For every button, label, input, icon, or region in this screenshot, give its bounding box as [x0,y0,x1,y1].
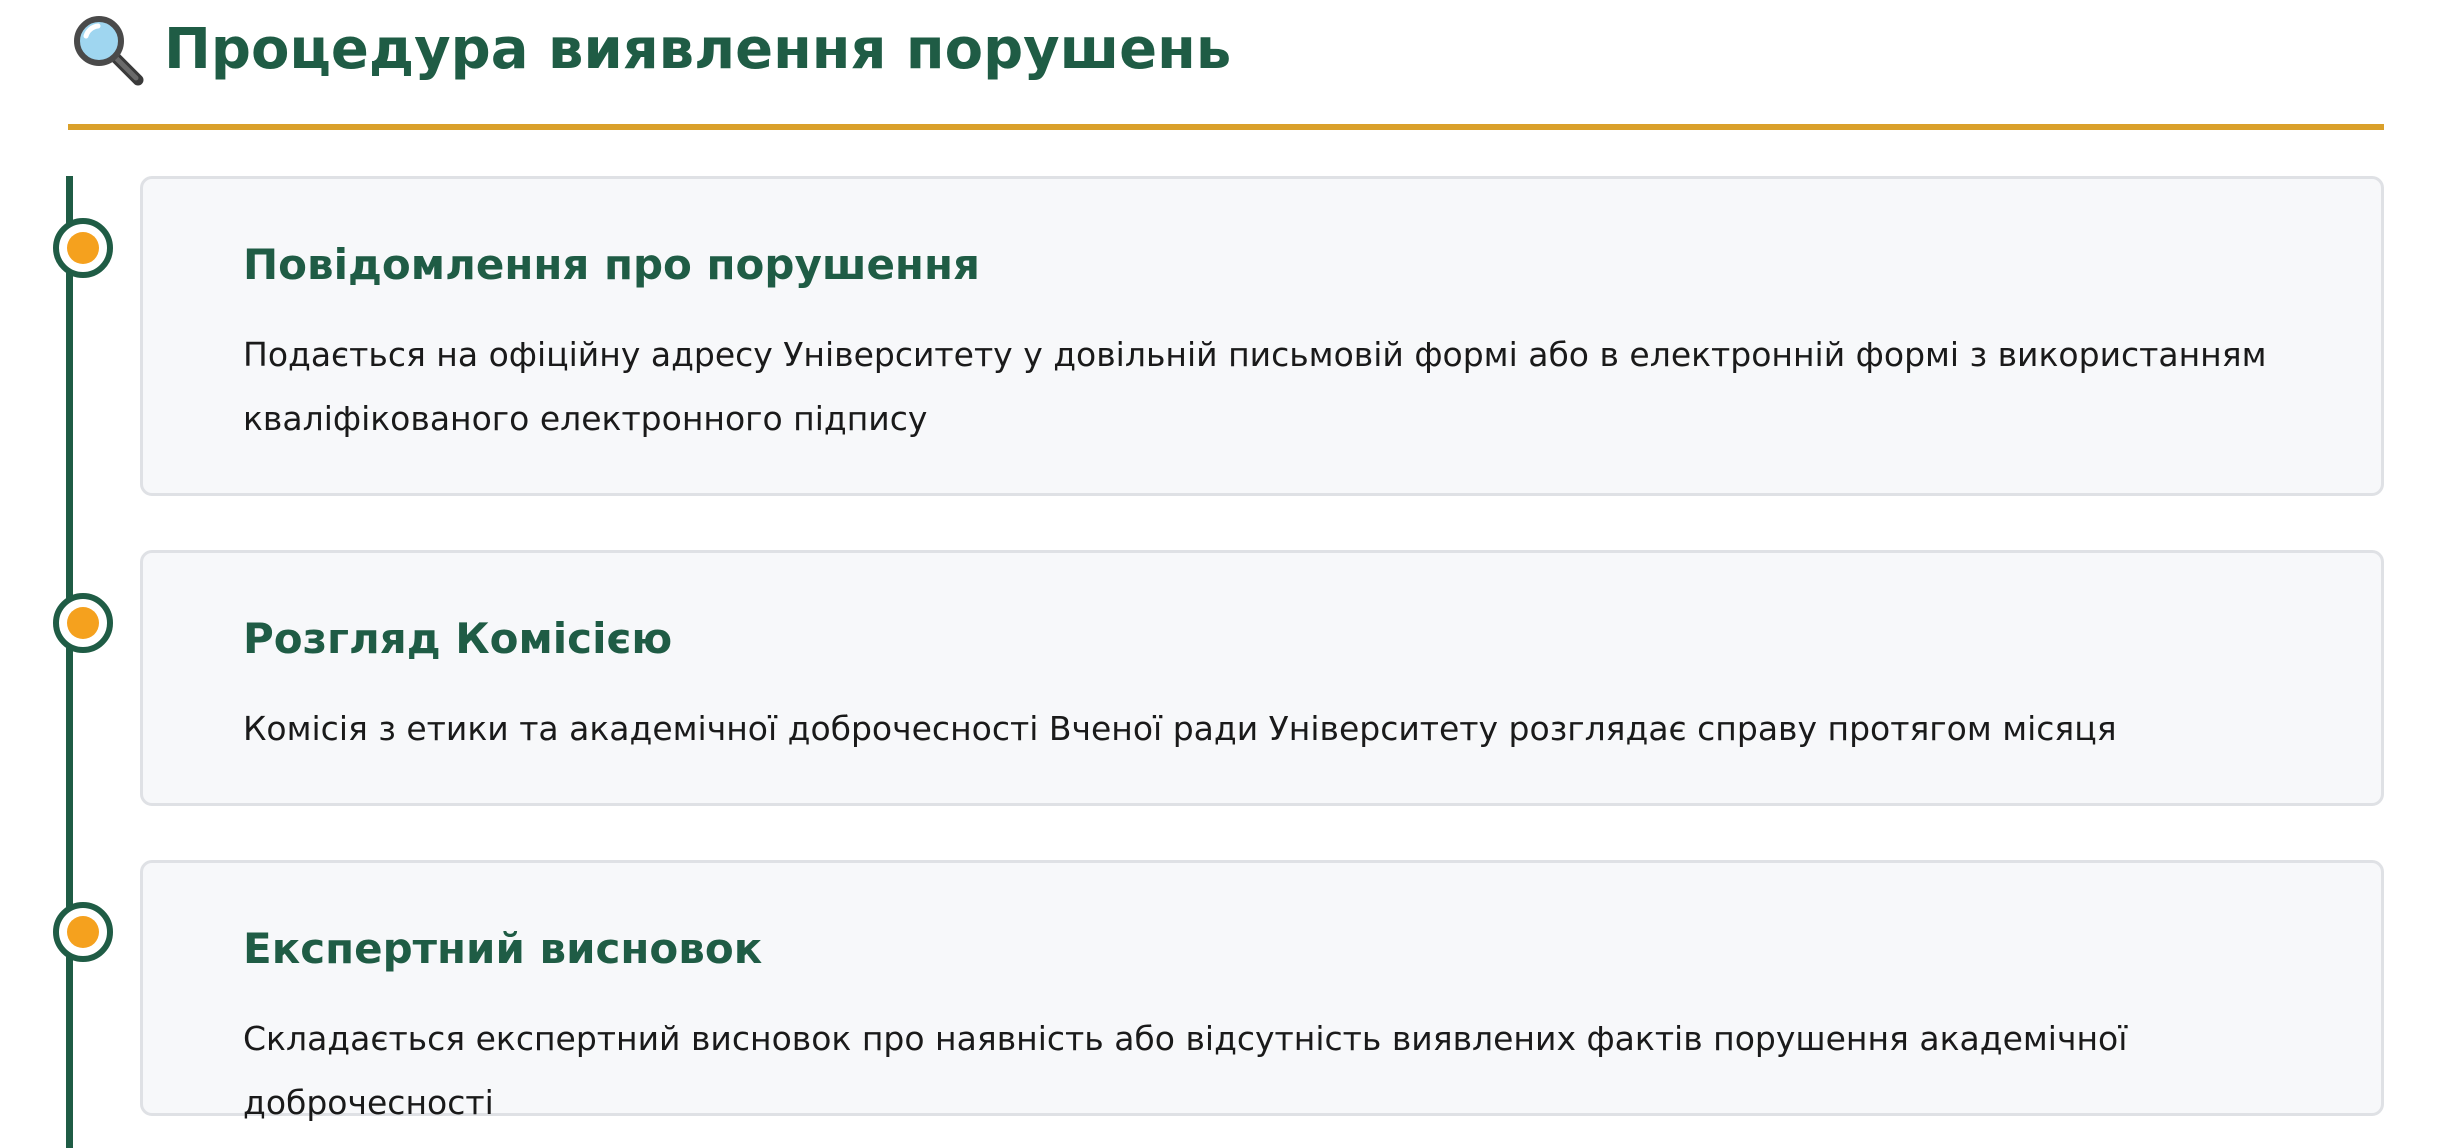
step-description: Складається експертний висновок про наяв… [243,1019,2128,1122]
step-title: Повідомлення про порушення [243,240,980,289]
timeline-line [66,176,73,1148]
step-description: Комісія з етики та академічної доброчесн… [243,709,2117,748]
step-card-expert-conclusion: Експертний висновок Складається експертн… [140,860,2384,1122]
timeline-marker [53,902,113,962]
step-title: Експертний висновок [243,924,763,973]
step-card-notification: Повідомлення про порушення Подається на … [140,176,2384,496]
step-title: Розгляд Комісією [243,614,673,663]
step-card-commission-review: Розгляд Комісією Комісія з етики та акад… [140,550,2384,806]
page-header: Процедура виявлення порушень [68,0,2384,130]
page-title: Процедура виявлення порушень [164,17,1232,82]
timeline-marker [53,218,113,278]
magnifying-glass-icon [72,16,144,86]
step-description: Подається на офіційну адресу Університет… [243,335,2267,438]
timeline-marker [53,593,113,653]
